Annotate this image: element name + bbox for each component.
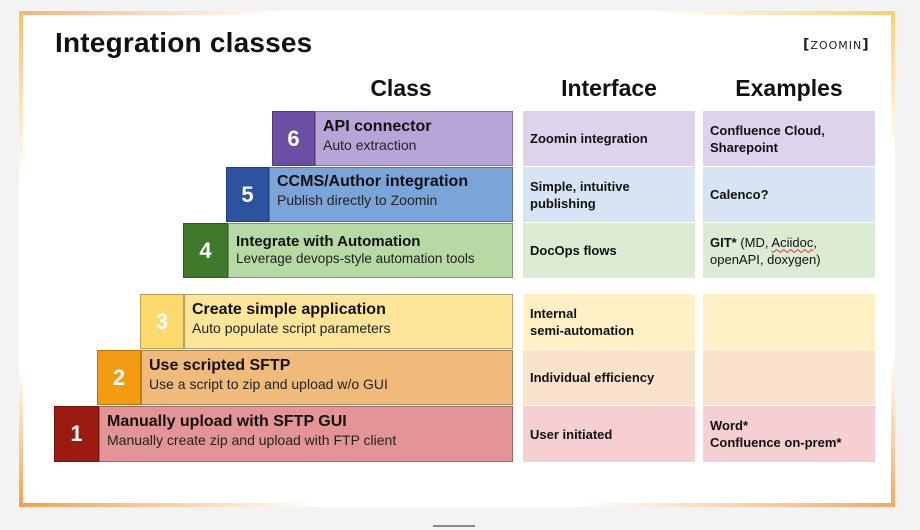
example-line: Confluence Cloud, (710, 122, 825, 138)
examples-cell: Calenco? (703, 167, 875, 222)
example-line: Word* (710, 418, 749, 433)
example-text: (MD, (736, 234, 772, 250)
class-box-simple-application: Create simple application Auto populate … (184, 294, 513, 349)
example-text: , (813, 234, 817, 250)
interface-cell: DocOps flows (523, 223, 695, 278)
accent-glow (19, 367, 23, 507)
class-title: Create simple application (192, 301, 386, 318)
class-title: CCMS/Author integration (277, 173, 469, 190)
interface-text: User initiated (530, 426, 613, 442)
example-line: Sharepoint (710, 139, 778, 155)
step-number-2: 2 (97, 350, 141, 405)
spellcheck-word: Aciidoc (771, 234, 814, 250)
class-title: Manually upload with SFTP GUI (107, 413, 347, 430)
header-examples: Examples (735, 75, 843, 101)
interface-text: Internal (530, 305, 577, 321)
slide-title: Integration classes (55, 27, 313, 58)
example-line: openAPI, doxygen) (710, 251, 821, 267)
header-class: Class (370, 75, 432, 101)
slide: Integration classes [ZOOMIN] Class Inter… (19, 11, 895, 507)
example-line: Confluence on-prem* (710, 435, 842, 450)
step-number-3: 3 (140, 294, 184, 349)
class-subtitle: Use a script to zip and upload w/o GUI (149, 376, 388, 392)
class-box-automation: Integrate with Automation Leverage devop… (228, 223, 513, 278)
interface-cell: Internal semi-automation (523, 294, 695, 349)
accent-glow (891, 11, 895, 151)
class-subtitle: Auto extraction (323, 137, 417, 153)
class-subtitle: Publish directly to Zoomin (277, 192, 438, 208)
step-number-4: 4 (183, 223, 228, 278)
accent-glow (891, 357, 895, 507)
class-subtitle: Leverage devops-style automation tools (236, 251, 475, 266)
scroll-handle[interactable] (433, 525, 475, 527)
class-title: Integrate with Automation (236, 233, 421, 250)
examples-cell: GIT* (MD, Aciidoc, openAPI, doxygen) (703, 223, 875, 278)
step-number-1: 1 (54, 406, 99, 462)
class-subtitle: Manually create zip and upload with FTP … (107, 432, 397, 448)
accent-glow (19, 11, 23, 181)
interface-text: Simple, intuitive (530, 178, 630, 194)
interface-text: Zoomin integration (530, 131, 648, 146)
example-text: GIT* (710, 234, 737, 250)
step-number-6: 6 (272, 111, 315, 166)
example-text: Calenco? (710, 187, 769, 202)
class-title: Use scripted SFTP (149, 357, 291, 374)
accent-glow (655, 11, 895, 15)
interface-text: semi-automation (530, 322, 635, 338)
class-title: API connector (323, 118, 432, 135)
interface-text: publishing (530, 195, 596, 211)
logo-text: ZOOMIN (810, 39, 863, 52)
zoomin-logo: [ZOOMIN] (803, 37, 870, 53)
accent-glow (19, 11, 279, 15)
header-interface: Interface (561, 75, 657, 101)
step-number-5: 5 (226, 167, 269, 222)
examples-cell: Word* Confluence on-prem* (703, 406, 875, 462)
examples-cell: Confluence Cloud, Sharepoint (703, 111, 875, 166)
interface-cell: User initiated (523, 406, 695, 462)
class-box-api-connector: API connector Auto extraction (315, 111, 513, 166)
class-box-scripted-sftp: Use scripted SFTP Use a script to zip an… (141, 350, 513, 405)
interface-cell: Individual efficiency (523, 350, 695, 405)
examples-cell (703, 350, 875, 405)
class-box-ccms-author: CCMS/Author integration Publish directly… (269, 167, 513, 222)
interface-text: DocOps flows (530, 243, 617, 258)
examples-cell (703, 294, 875, 349)
class-box-manual-sftp: Manually upload with SFTP GUI Manually c… (99, 406, 513, 462)
class-subtitle: Auto populate script parameters (192, 320, 391, 336)
interface-text: Individual efficiency (530, 370, 655, 385)
interface-cell: Simple, intuitive publishing (523, 167, 695, 222)
accent-glow (575, 503, 895, 507)
accent-glow (19, 503, 319, 507)
interface-cell: Zoomin integration (523, 111, 695, 166)
